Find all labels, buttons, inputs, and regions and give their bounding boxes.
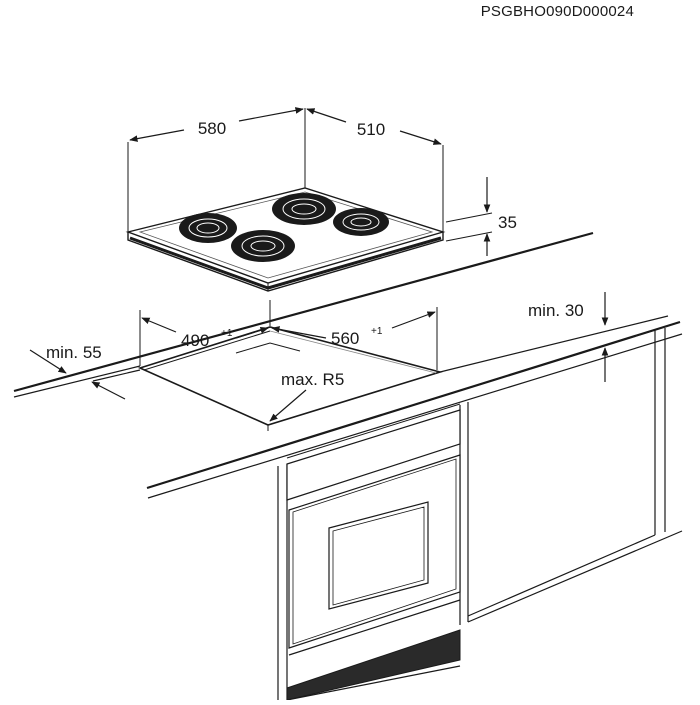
corner-radius-label: max. R5 [281, 370, 344, 389]
below-worktop-clearance-label: min. 30 [528, 301, 584, 320]
cutout-depth-tolerance: +1 [221, 328, 233, 339]
oven-plinth [286, 629, 461, 701]
cutout-width-tolerance: +1 [371, 326, 383, 337]
cooking-zone-rear-left [179, 213, 237, 243]
worktop-cutout [137, 326, 443, 431]
cooking-zone-rear-right [272, 193, 336, 225]
corner-radius-dimension: max. R5 [269, 370, 344, 422]
hob-width-dimension: 580 [129, 107, 304, 142]
hob-depth-dimension: 510 [306, 108, 442, 145]
hob-width-label: 580 [198, 119, 226, 138]
front-clearance-dimension: min. 55 [29, 343, 126, 400]
hob-height-label: 35 [498, 213, 517, 232]
cutout-depth-label: 490 [181, 331, 209, 350]
cutout-depth-dimension: 490 +1 [139, 300, 271, 366]
cutout-width-dimension: 560 +1 [271, 307, 438, 370]
front-clearance-label: min. 55 [46, 343, 102, 362]
document-code: PSGBHO090D000024 [481, 3, 634, 20]
cooking-zone-front-left [231, 230, 295, 262]
hob-height-dimension: 35 [445, 177, 517, 256]
built-in-oven [286, 403, 461, 701]
below-worktop-clearance-dimension: min. 30 [528, 292, 609, 382]
cooking-zone-front-right [333, 208, 389, 236]
hob-depth-label: 510 [357, 120, 385, 139]
hob-unit [125, 108, 446, 292]
cutout-width-label: 560 [331, 329, 359, 348]
